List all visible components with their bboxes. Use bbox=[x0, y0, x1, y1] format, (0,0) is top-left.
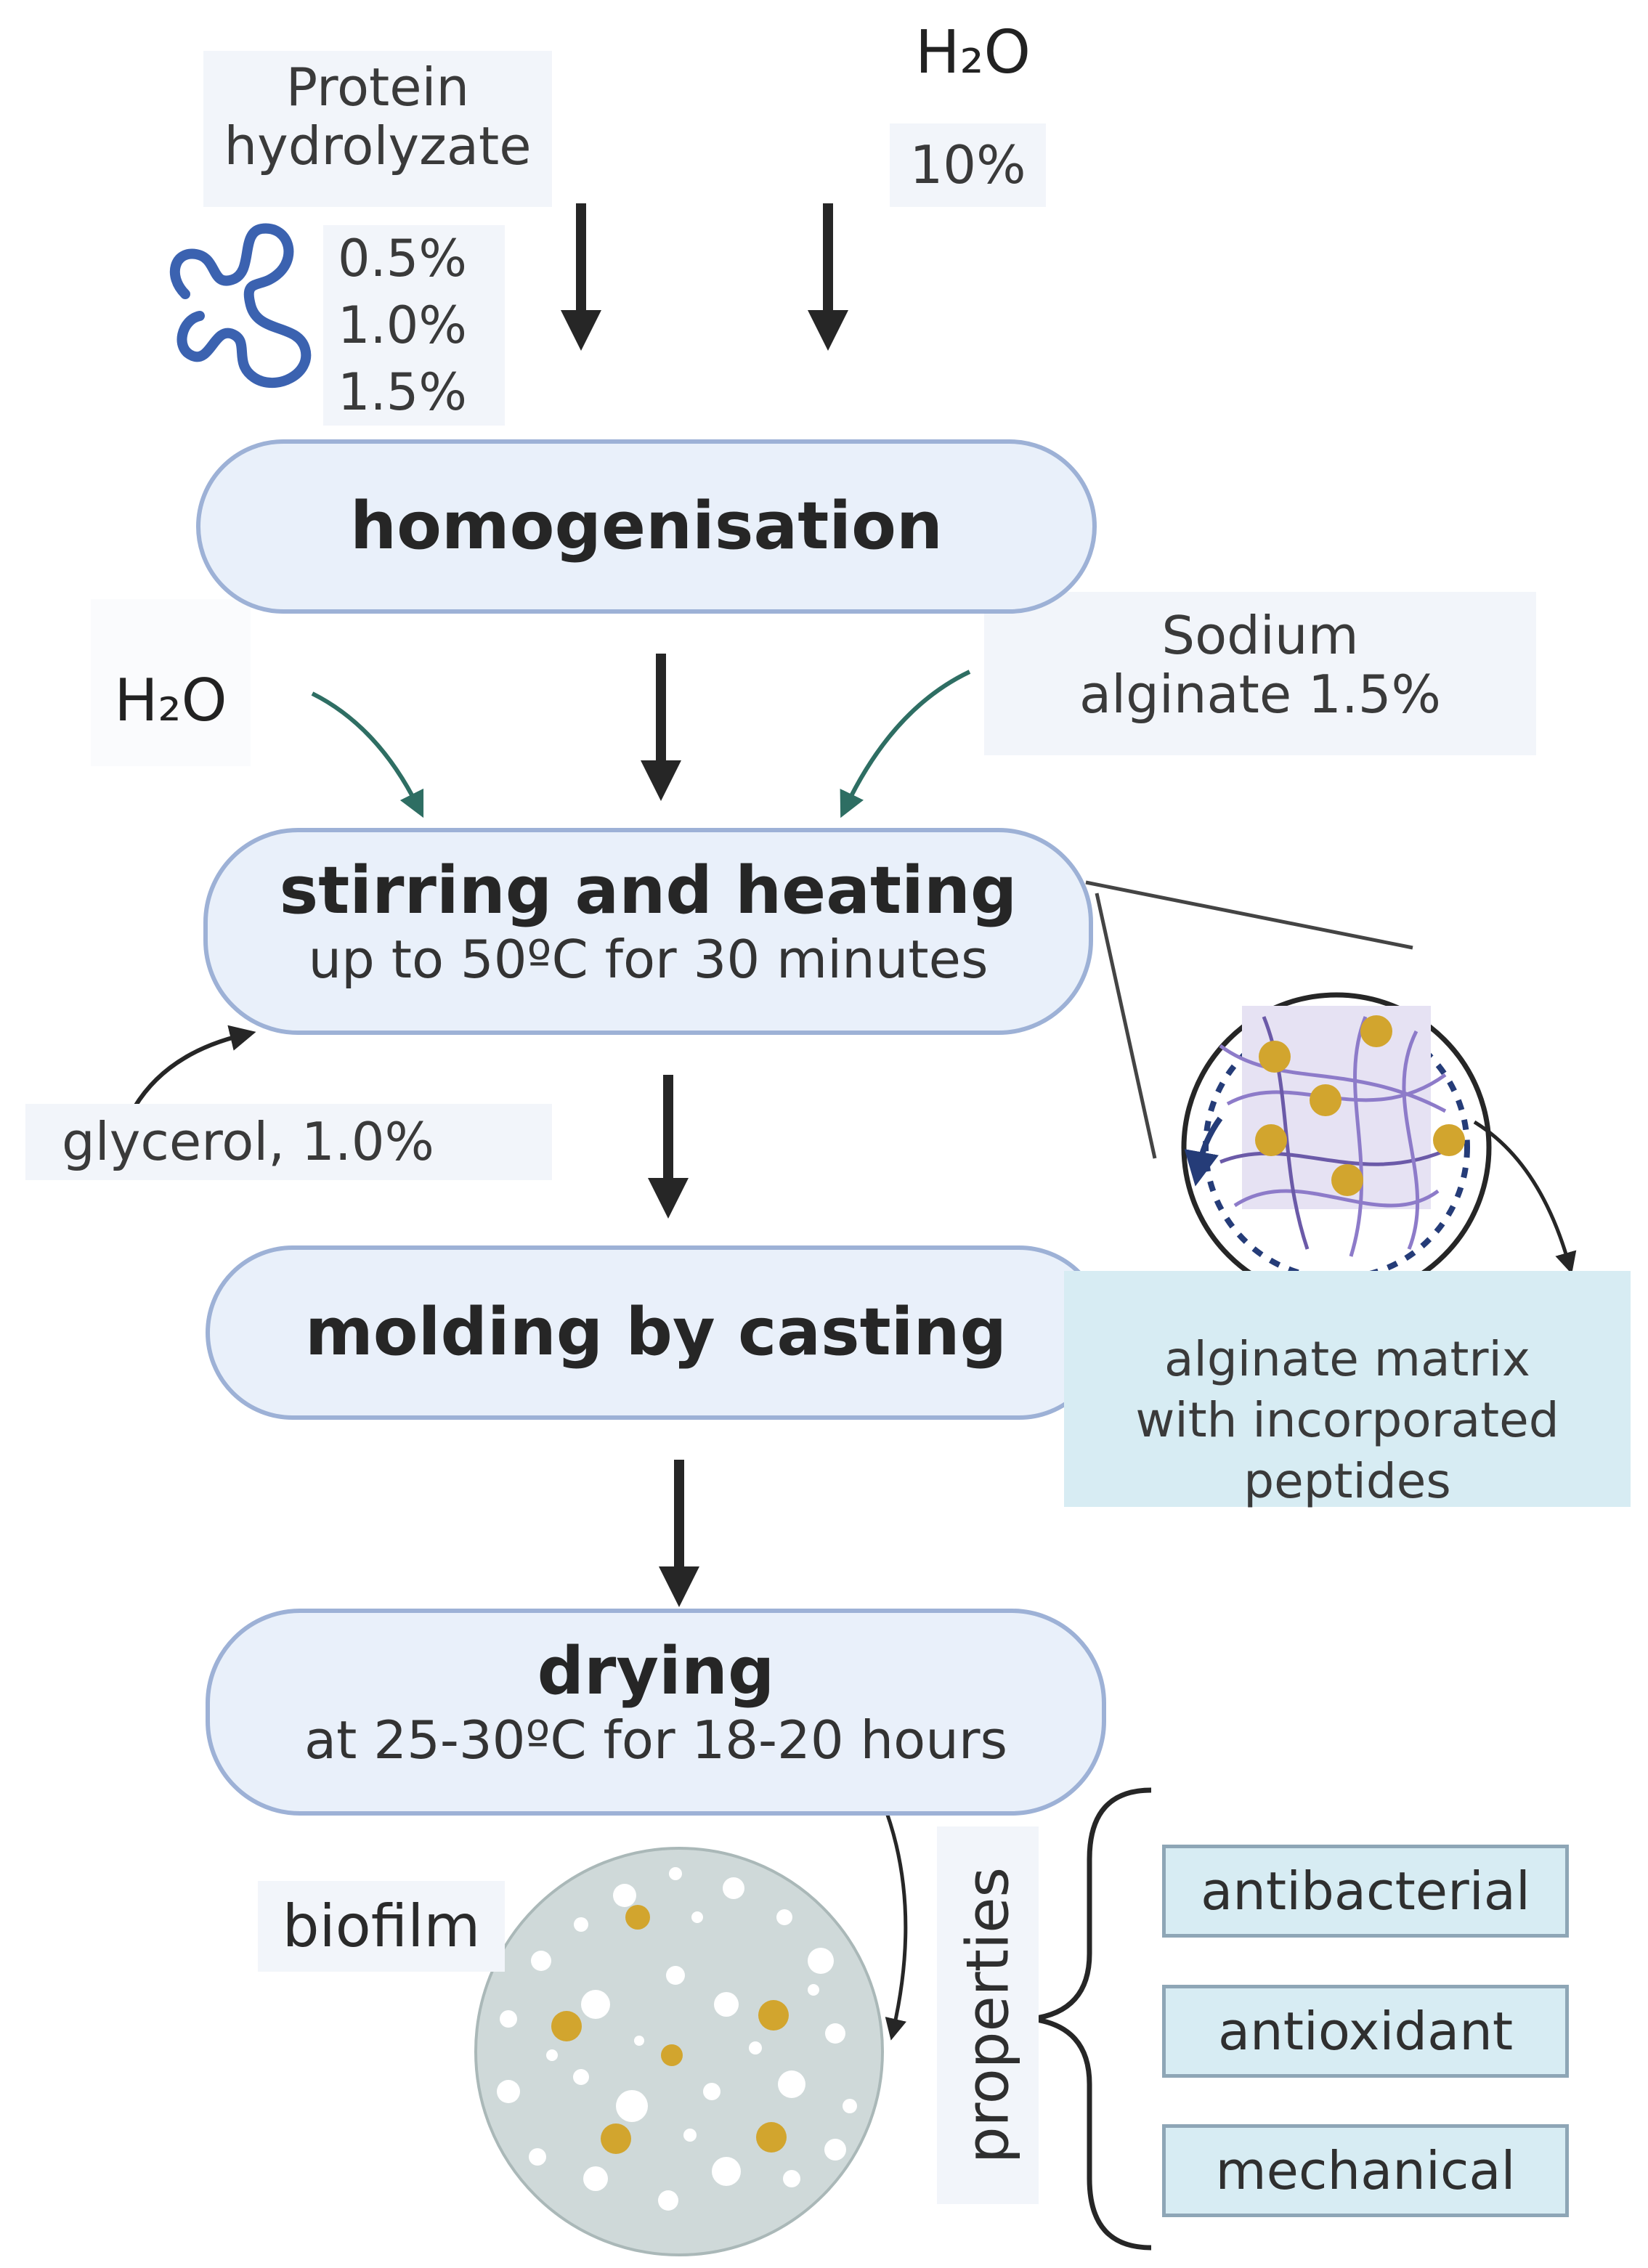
sodium-alginate-label: Sodium alginate 1.5% bbox=[984, 592, 1536, 755]
alginate-matrix-label: alginate matrix with incorporated peptid… bbox=[1064, 1271, 1631, 1509]
matrix-label-line3: peptides bbox=[1243, 1453, 1451, 1509]
protein-label-line1: Protein bbox=[285, 57, 470, 118]
peptide-chain-icon bbox=[169, 223, 312, 389]
sodium-line2: alginate 1.5% bbox=[1079, 663, 1441, 725]
conc-1-5: 1.5% bbox=[338, 362, 467, 422]
drying-main-text: drying bbox=[537, 1633, 775, 1710]
step-molding-casting: molding by casting bbox=[206, 1245, 1106, 1420]
arrow-water-mid bbox=[311, 691, 424, 818]
drying-sub-text: at 25-30ºC for 18-20 hours bbox=[304, 1710, 1007, 1771]
water-mid-label: H₂O bbox=[91, 599, 251, 766]
conc-0-5: 0.5% bbox=[338, 229, 467, 288]
alginate-matrix-circle bbox=[1181, 992, 1492, 1303]
conc-1-0: 1.0% bbox=[338, 296, 467, 355]
properties-title-box: properties bbox=[937, 1826, 1039, 2204]
property-mechanical: mechanical bbox=[1162, 2124, 1569, 2217]
glycerol-label: glycerol, 1.0% bbox=[25, 1104, 552, 1180]
biofilm-label: biofilm bbox=[258, 1881, 505, 1972]
arrow-sodium bbox=[840, 670, 971, 818]
arrow-glycerol bbox=[132, 1025, 256, 1109]
arrow-dry-biofilm bbox=[880, 1800, 908, 2041]
sodium-line1: Sodium bbox=[1161, 605, 1359, 666]
properties-brace bbox=[1031, 1787, 1152, 2251]
molding-text: molding by casting bbox=[304, 1294, 1007, 1370]
protein-concentrations: 0.5% 1.0% 1.5% bbox=[323, 225, 505, 426]
matrix-label-line2: with incorporated bbox=[1135, 1392, 1559, 1448]
arrow-matrix-label bbox=[1473, 1120, 1577, 1275]
step-stirring-heating: stirring and heating up to 50ºC for 30 m… bbox=[203, 828, 1093, 1035]
property-antioxidant: antioxidant bbox=[1162, 1985, 1569, 2078]
zoom-line-top bbox=[1085, 880, 1413, 950]
step-drying: drying at 25-30ºC for 18-20 hours bbox=[206, 1609, 1106, 1816]
stirring-main-text: stirring and heating bbox=[279, 853, 1018, 929]
matrix-label-line1: alginate matrix bbox=[1164, 1331, 1530, 1387]
properties-title: properties bbox=[954, 1866, 1022, 2164]
stirring-sub-text: up to 50ºC for 30 minutes bbox=[308, 929, 989, 990]
step-homogenisation: homogenisation bbox=[196, 439, 1097, 614]
homogenisation-text: homogenisation bbox=[350, 488, 943, 564]
water-top-label: H₂O bbox=[915, 18, 1031, 87]
water-top-percent: 10% bbox=[890, 123, 1046, 207]
biofilm-disc bbox=[474, 1847, 884, 2256]
property-antibacterial: antibacterial bbox=[1162, 1845, 1569, 1938]
protein-hydrolyzate-label: Protein hydrolyzate bbox=[203, 51, 552, 207]
protein-label-line2: hydrolyzate bbox=[224, 115, 532, 176]
zoom-line-bottom bbox=[1095, 893, 1157, 1159]
